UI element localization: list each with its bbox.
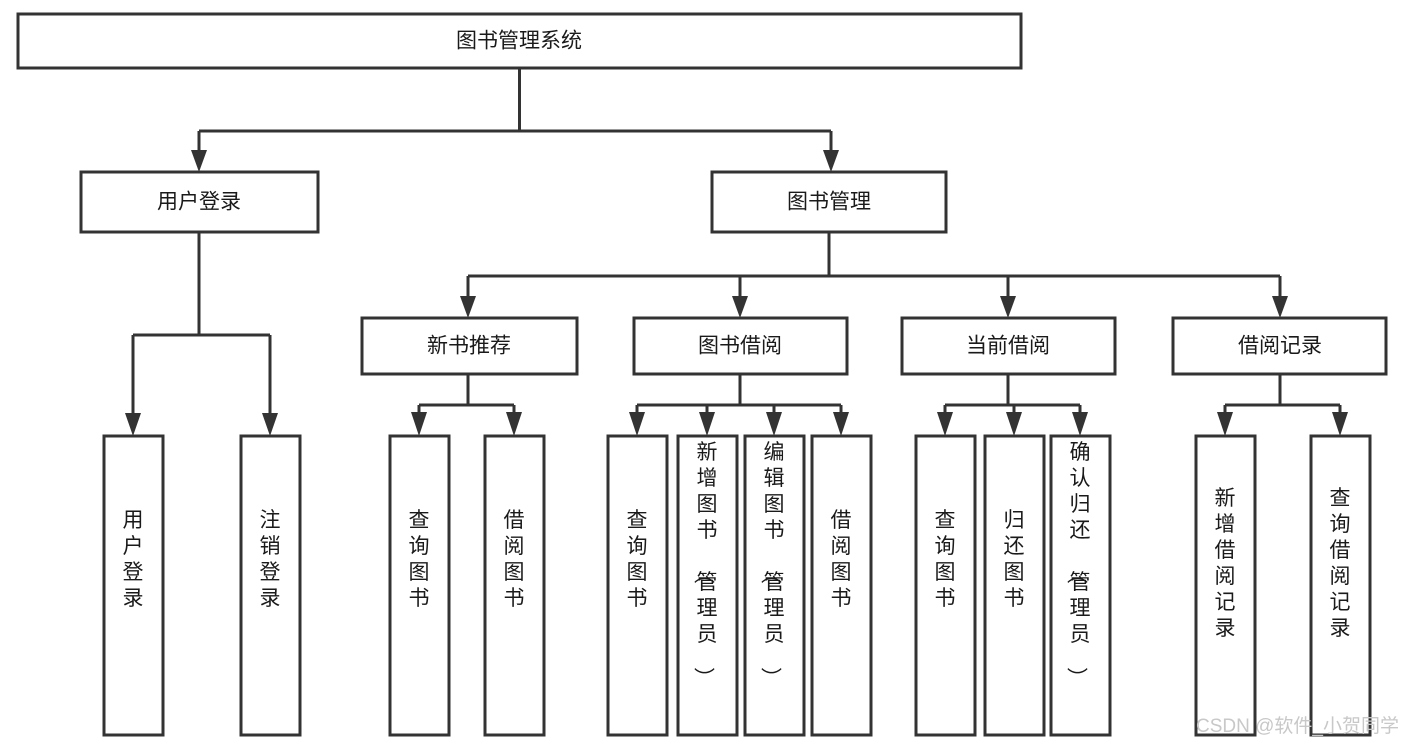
node-new-book-recommend-box[interactable]	[360, 316, 579, 376]
arrow-head-cb-query	[937, 412, 953, 436]
arrow-head-new-book	[460, 296, 476, 318]
arrow-head-bb-add	[699, 412, 715, 436]
leaf-node-nb-query-book-box[interactable]	[388, 434, 451, 737]
leaf-node-bb-query-book-label: 查询图书	[627, 509, 648, 610]
leaf-node-cb-return-book-label: 归还图书	[1004, 509, 1025, 610]
leaf-node-nb-query-book[interactable]: 查询图书	[388, 434, 451, 737]
leaf-node-user-login-label: 用户登录	[123, 509, 144, 610]
leaf-node-logout-label: 注销登录	[260, 509, 281, 610]
arrow-head-br-query	[1332, 412, 1348, 436]
arrow-head-leaf-user-login	[125, 413, 141, 436]
leaf-node-br-add-record[interactable]: 新增借阅记录	[1194, 434, 1257, 737]
arrow-head-cb-confirm	[1072, 412, 1088, 436]
node-current-borrow[interactable]: 当前借阅	[900, 316, 1117, 376]
leaf-node-cb-confirm-return-label: 确认归还（管理员）	[1065, 441, 1091, 688]
node-borrow-record-box[interactable]	[1171, 316, 1388, 376]
leaf-node-cb-confirm-return[interactable]: 确认归还（管理员）	[1049, 434, 1112, 737]
arrow-head-borrow-record	[1272, 296, 1288, 318]
arrow-head-bb-query	[629, 412, 645, 436]
arrow-head-bb-edit	[766, 412, 782, 436]
leaf-node-bb-add-book[interactable]: 新增图书（管理员）	[676, 434, 739, 737]
node-book-borrow[interactable]: 图书借阅	[632, 316, 849, 376]
csdn-watermark: CSDN @软件_小贺同学	[1196, 715, 1399, 737]
leaf-node-br-query-record-label: 查询借阅记录	[1330, 487, 1351, 640]
arrow-head-br-add	[1217, 412, 1233, 436]
leaf-node-cb-query-book[interactable]: 查询图书	[914, 434, 977, 737]
leaf-node-bb-edit-book[interactable]: 编辑图书（管理员）	[743, 434, 806, 737]
node-book-management-box[interactable]	[710, 170, 948, 234]
node-user-login-box[interactable]	[79, 170, 320, 234]
leaf-node-br-add-record-box[interactable]	[1194, 434, 1257, 737]
leaf-node-nb-borrow-book-label: 借阅图书	[504, 509, 525, 610]
leaf-node-bb-add-book-label: 新增图书（管理员）	[692, 441, 718, 688]
arrow-head-leaf-logout	[262, 413, 278, 436]
node-user-login-label: 用户登录	[157, 191, 241, 214]
leaf-node-br-query-record-box[interactable]	[1309, 434, 1372, 737]
arrow-head-book-mgmt	[823, 150, 839, 172]
leaf-node-bb-add-book-box[interactable]	[676, 434, 739, 737]
leaf-node-bb-borrow-book-box[interactable]	[810, 434, 873, 737]
leaf-node-cb-query-book-box[interactable]	[914, 434, 977, 737]
leaf-node-bb-edit-book-label: 编辑图书（管理员）	[759, 441, 785, 688]
node-borrow-record-label: 借阅记录	[1238, 335, 1322, 358]
leaf-node-bb-edit-book-box[interactable]	[743, 434, 806, 737]
arrow-head-user-login	[191, 150, 207, 172]
leaf-node-cb-query-book-label: 查询图书	[935, 509, 956, 610]
arrow-head-bb-borrow	[833, 412, 849, 436]
node-book-borrow-label: 图书借阅	[698, 335, 782, 358]
arrow-head-nb-borrow	[506, 412, 522, 436]
leaf-node-br-query-record[interactable]: 查询借阅记录	[1309, 434, 1372, 737]
node-book-borrow-box[interactable]	[632, 316, 849, 376]
leaf-node-user-login[interactable]: 用户登录	[102, 434, 165, 737]
leaf-node-logout[interactable]: 注销登录	[239, 434, 302, 737]
node-new-book-recommend-label: 新书推荐	[427, 335, 511, 358]
node-root-box[interactable]	[16, 12, 1023, 70]
arrow-head-book-borrow	[732, 296, 748, 318]
leaf-node-br-add-record-label: 新增借阅记录	[1215, 487, 1236, 640]
leaf-node-nb-borrow-book-box[interactable]	[483, 434, 546, 737]
node-user-login[interactable]: 用户登录	[79, 170, 320, 234]
node-root[interactable]: 图书管理系统	[16, 12, 1023, 70]
leaf-node-bb-borrow-book-label: 借阅图书	[831, 509, 852, 610]
leaf-node-user-login-box[interactable]	[102, 434, 165, 737]
leaf-node-nb-borrow-book[interactable]: 借阅图书	[483, 434, 546, 737]
leaf-node-bb-query-book-box[interactable]	[606, 434, 669, 737]
node-root-label: 图书管理系统	[456, 30, 582, 53]
node-book-management[interactable]: 图书管理	[710, 170, 948, 234]
node-current-borrow-label: 当前借阅	[966, 335, 1050, 358]
node-current-borrow-box[interactable]	[900, 316, 1117, 376]
leaf-node-bb-query-book[interactable]: 查询图书	[606, 434, 669, 737]
leaf-node-logout-box[interactable]	[239, 434, 302, 737]
connector-layer	[125, 68, 1348, 436]
node-borrow-record[interactable]: 借阅记录	[1171, 316, 1388, 376]
leaf-node-nb-query-book-label: 查询图书	[409, 509, 430, 610]
arrow-head-nb-query	[411, 412, 427, 436]
leaf-node-cb-return-book[interactable]: 归还图书	[983, 434, 1046, 737]
leaf-node-bb-borrow-book[interactable]: 借阅图书	[810, 434, 873, 737]
arrow-head-current-borrow	[1000, 296, 1016, 318]
node-book-management-label: 图书管理	[787, 191, 871, 214]
leaf-node-cb-confirm-return-box[interactable]	[1049, 434, 1112, 737]
leaf-node-cb-return-book-box[interactable]	[983, 434, 1046, 737]
node-new-book-recommend[interactable]: 新书推荐	[360, 316, 579, 376]
arrow-head-cb-return	[1006, 412, 1022, 436]
